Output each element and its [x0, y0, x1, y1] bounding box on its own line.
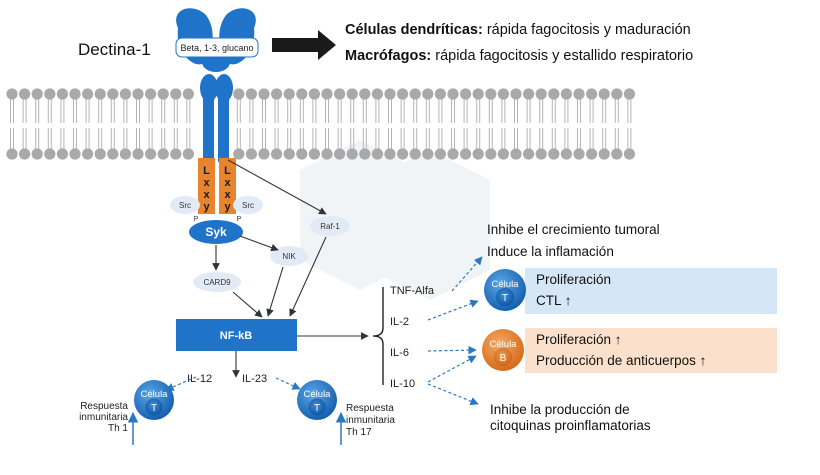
motif-letter-l2: L	[224, 165, 231, 177]
receptor-stalk-right	[218, 92, 229, 162]
th1-response-line3: Th 1	[108, 423, 128, 434]
bcell-effect-line1: Proliferación ↑	[536, 332, 622, 347]
cytokine-bracket	[372, 287, 384, 385]
arrow-il10-inhibit	[427, 383, 479, 406]
motif-letter-x4: x	[224, 189, 231, 201]
motif-letter-x1: x	[203, 177, 210, 189]
src-oval-right	[233, 196, 263, 214]
bcell-right-word: Célula	[490, 339, 518, 350]
cytokine-il6: IL-6	[390, 347, 409, 359]
arrow-card9-nfkb	[232, 291, 263, 318]
tcell-th1-letter: T	[151, 403, 157, 414]
arrow-il2-tcell	[427, 299, 479, 321]
tcell-effect-line2: CTL ↑	[536, 293, 572, 308]
tcell-effect-box	[525, 268, 777, 314]
motif-letter-y1: y	[203, 201, 210, 213]
th17-response-line2: inmunitaria	[346, 415, 395, 426]
th1-response-line1: Respuesta	[80, 401, 128, 412]
arrow-il23-tcell	[275, 377, 301, 390]
th17-response-line1: Respuesta	[346, 403, 394, 414]
receptor-stalk-left	[203, 92, 214, 162]
src-oval-left	[170, 196, 200, 214]
motif-letter-x3: x	[224, 177, 231, 189]
cell-membrane	[6, 88, 636, 160]
card9-node	[193, 272, 241, 292]
arrow-il10-bcell	[427, 355, 477, 383]
arrow-raf1-nfkb	[289, 236, 327, 317]
th1-response-line2: inmunitaria	[79, 412, 128, 423]
nfkb-box	[176, 319, 297, 351]
src-label-right: Src	[242, 201, 254, 210]
receptor-neck-right	[215, 74, 233, 102]
arrow-syk-nik	[239, 235, 279, 252]
raf1-label: Raf-1	[320, 222, 340, 231]
nfkb-label: NF-kB	[220, 330, 252, 342]
tcell-th1-word: Célula	[141, 389, 169, 400]
effect-line-macrophage: Macrófagos: rápida fagocitosis y estalli…	[345, 48, 693, 64]
outcome-inhibit-line1: Inhibe la producción de	[490, 402, 630, 417]
syk-node	[189, 220, 243, 244]
outcome-tumor: Inhibe el crecimiento tumoral	[487, 222, 660, 237]
tcell-th17-word: Célula	[304, 389, 332, 400]
arrow-nik-nfkb	[266, 266, 284, 317]
tcell-th17-letter: T	[314, 403, 320, 414]
itam-motif-left	[198, 158, 215, 214]
receptor-neck-left	[200, 74, 218, 102]
phospho-label-left: P	[194, 216, 199, 223]
tcell-th17: Célula T	[297, 380, 337, 420]
raf1-node	[310, 216, 350, 236]
cytokine-il2: IL-2	[390, 316, 409, 328]
src-label-left: Src	[179, 201, 191, 210]
il12-label: IL-12	[187, 373, 212, 385]
tcell-effect-line1: Proliferación	[536, 272, 611, 287]
receptor-name: Dectina-1	[78, 40, 151, 59]
outcome-inflammation: Induce la inflamación	[487, 244, 614, 259]
bcell-effect-box	[525, 328, 777, 373]
motif-letter-y2: y	[224, 201, 231, 213]
bcell-right-letter: B	[500, 353, 507, 364]
motif-letter-x2: x	[203, 189, 210, 201]
arrow-il6-bcell	[427, 345, 477, 355]
ligand-label-box	[175, 37, 259, 58]
cytokine-tnf: TNF-Alfa	[390, 285, 435, 297]
outcome-inhibit-line2: citoquinas proinflamatorias	[490, 418, 651, 433]
itam-motif-right	[219, 158, 236, 214]
card9-label: CARD9	[203, 278, 231, 287]
nik-label: NIK	[282, 252, 296, 261]
phospho-label-right: P	[237, 216, 242, 223]
tcell-th1: Célula T	[134, 380, 174, 420]
bcell-right: Célula B	[482, 329, 524, 371]
arrow-tnf-outcomes	[451, 256, 483, 292]
syk-label: Syk	[205, 225, 227, 239]
effect-arrow	[272, 30, 336, 60]
nik-node	[270, 246, 308, 266]
th17-response-line3: Th 17	[346, 427, 372, 438]
tcell-right-word: Célula	[492, 279, 520, 290]
cytokine-il10: IL-10	[390, 378, 415, 390]
effect-line-dendritic: Células dendríticas: rápida fagocitosis …	[345, 22, 691, 38]
bcell-effect-line2: Producción de anticuerpos ↑	[536, 353, 706, 368]
il23-label: IL-23	[242, 373, 267, 385]
tcell-right-letter: T	[502, 293, 508, 304]
motif-letter-l1: L	[203, 165, 210, 177]
watermark-logo	[300, 140, 490, 300]
ligand-label: Beta, 1-3, glucano	[180, 43, 253, 53]
tcell-right: Célula T	[484, 269, 526, 311]
arrow-receptor-raf1	[227, 159, 327, 215]
